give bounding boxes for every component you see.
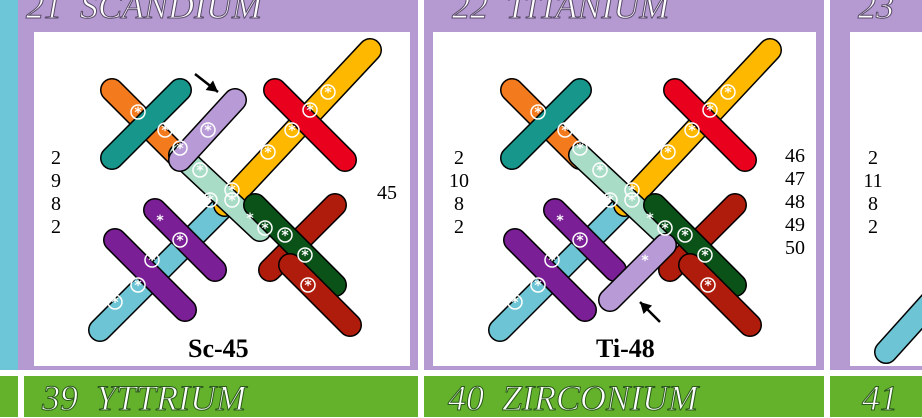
svg-text:*: * (301, 248, 309, 264)
svg-text:*: * (534, 105, 542, 121)
particle-marker: * (286, 168, 294, 184)
svg-text:*: * (596, 163, 604, 179)
svg-text:*: * (156, 213, 164, 229)
svg-text:*: * (304, 278, 312, 294)
svg-text:*: * (176, 233, 184, 249)
header-niobium: 41 (862, 380, 898, 416)
svg-text:*: * (548, 253, 556, 269)
vanadium-diagram (850, 32, 922, 366)
svg-text:*: * (664, 145, 672, 161)
svg-text:*: * (246, 211, 254, 227)
svg-text:*: * (681, 228, 689, 244)
bottom-divider-2 (418, 376, 424, 417)
svg-text:*: * (228, 193, 236, 209)
svg-text:*: * (111, 295, 119, 311)
svg-text:*: * (134, 105, 142, 121)
svg-text:*: * (661, 221, 669, 237)
svg-text:*: * (628, 193, 636, 209)
svg-text:*: * (688, 123, 696, 139)
svg-text:*: * (646, 211, 654, 227)
svg-text:*: * (724, 85, 732, 101)
left-edge-strip (0, 0, 18, 370)
svg-text:*: * (324, 85, 332, 101)
particle-marker: * (241, 253, 249, 269)
svg-text:*: * (576, 141, 584, 157)
svg-text:*: * (701, 248, 709, 264)
svg-text:*: * (556, 213, 564, 229)
particle-marker: * (601, 123, 615, 139)
particle-marker: * (686, 168, 694, 184)
svg-text:*: * (288, 123, 296, 139)
svg-text:*: * (134, 278, 142, 294)
svg-text:*: * (511, 295, 519, 311)
header-scandium: 21 SCANDIUM (26, 0, 262, 24)
particle-marker: * (641, 253, 649, 269)
header-yttrium: 39 YTTRIUM (42, 380, 246, 416)
svg-text:*: * (161, 123, 169, 139)
svg-text:*: * (204, 123, 212, 139)
svg-text:*: * (604, 123, 612, 139)
particle-marker: * (246, 211, 254, 227)
svg-text:*: * (261, 221, 269, 237)
header-vanadium: 23 (858, 0, 894, 24)
particle-marker: * (556, 213, 564, 229)
header-zirconium: 40 ZIRCONIUM (448, 380, 698, 416)
svg-text:*: * (704, 278, 712, 294)
svg-text:*: * (148, 253, 156, 269)
header-titanium: 22 TITANIUM (452, 0, 669, 24)
bottom-divider-1 (18, 376, 24, 417)
svg-text:*: * (306, 103, 314, 119)
titanium-diagram: ************************ (460, 30, 800, 350)
svg-text:*: * (561, 123, 569, 139)
particle-marker: * (646, 211, 654, 227)
scandium-diagram: ************************ (60, 30, 400, 350)
svg-text:*: * (706, 103, 714, 119)
svg-text:*: * (264, 145, 272, 161)
svg-text:*: * (241, 253, 249, 269)
svg-text:*: * (686, 168, 694, 184)
svg-text:*: * (606, 193, 614, 209)
svg-text:*: * (576, 233, 584, 249)
svg-text:*: * (176, 141, 184, 157)
svg-text:*: * (534, 278, 542, 294)
svg-text:*: * (641, 253, 649, 269)
svg-text:*: * (281, 228, 289, 244)
svg-text:*: * (286, 168, 294, 184)
particle-marker: * (156, 213, 164, 229)
bottom-divider-3 (824, 376, 830, 417)
svg-text:*: * (206, 193, 214, 209)
svg-text:*: * (196, 163, 204, 179)
